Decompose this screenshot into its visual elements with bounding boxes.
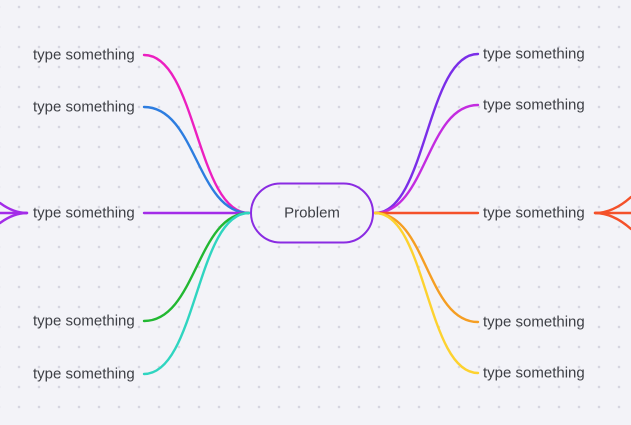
branch-curve-left-1 [142, 53, 251, 215]
branch-label-right-2[interactable]: type something [483, 96, 585, 114]
branch-label-right-4[interactable]: type something [483, 313, 585, 331]
offscreen-branch-arrow-left-bottom [0, 211, 29, 225]
branch-curve-left-2 [142, 105, 251, 215]
branch-label-left-5[interactable]: type something [33, 365, 135, 383]
offscreen-branch-arrow-right-top [593, 195, 631, 215]
offscreen-branch-arrow-right-bottom [593, 211, 631, 231]
branch-label-right-3[interactable]: type something [483, 204, 585, 222]
branch-label-left-2[interactable]: type something [33, 98, 135, 116]
offscreen-branch-arrow-left-top [0, 201, 29, 215]
branch-curve-left-4 [142, 211, 251, 323]
central-topic-node[interactable]: Problem [250, 182, 374, 244]
branch-label-left-3[interactable]: type something [33, 204, 135, 222]
branch-label-right-1[interactable]: type something [483, 45, 585, 63]
branch-label-right-5[interactable]: type something [483, 364, 585, 382]
branch-curve-right-5 [373, 211, 480, 375]
branch-curve-right-2 [373, 103, 480, 215]
branch-curve-right-4 [373, 211, 480, 324]
branch-curve-right-1 [373, 52, 480, 215]
branch-label-left-1[interactable]: type something [33, 46, 135, 64]
branch-label-left-4[interactable]: type something [33, 312, 135, 330]
branch-curve-left-5 [142, 211, 251, 376]
